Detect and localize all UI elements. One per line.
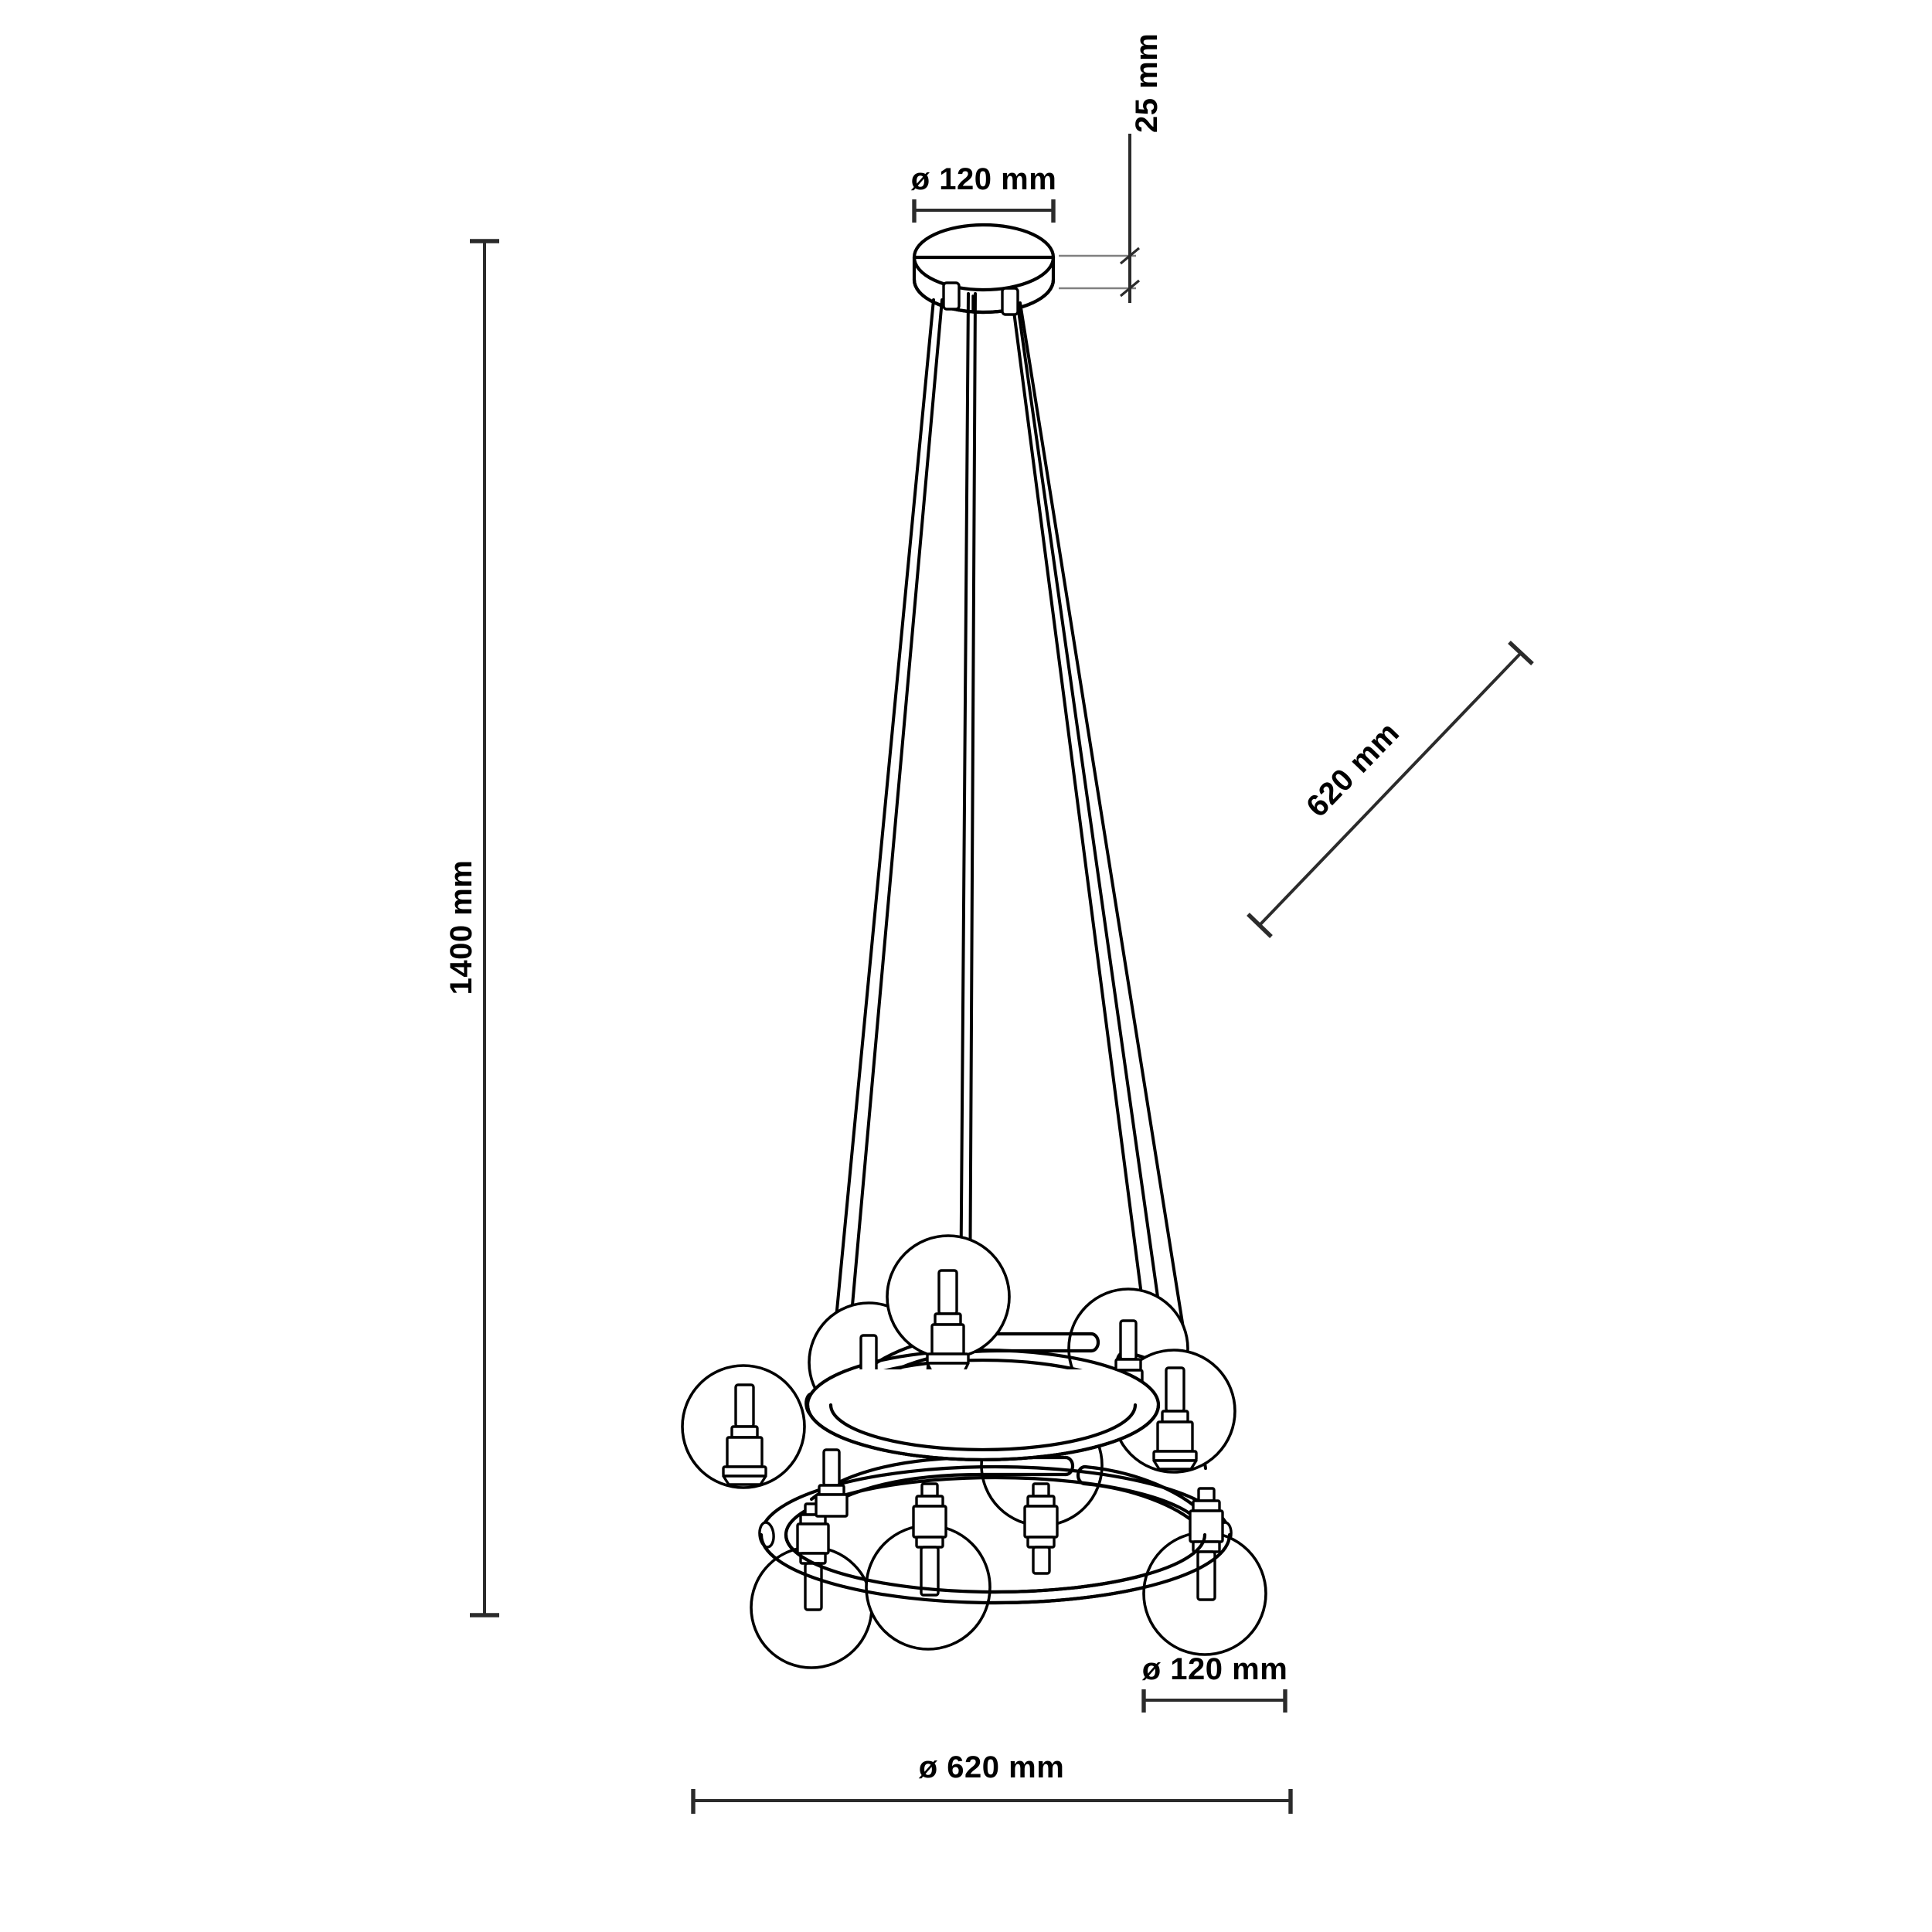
dim-fixture-diameter-label: ø 620 mm: [919, 1750, 1065, 1784]
dim-fixture-diameter: ø 620 mm: [691, 1750, 1293, 1814]
dim-diagonal-span-label: 620 mm: [1300, 716, 1406, 824]
dim-canopy-height: 25 mm: [1059, 33, 1164, 303]
dim-globe-diameter: ø 120 mm: [1141, 1652, 1288, 1713]
dim-canopy-height-label: 25 mm: [1130, 33, 1164, 133]
dim-diagonal-span: 620 mm: [1247, 641, 1534, 938]
lower-ring-front-overlay: [759, 1532, 1232, 1605]
dim-canopy-diameter: ø 120 mm: [911, 162, 1057, 223]
dim-total-height: 1400 mm: [444, 239, 499, 1617]
dim-canopy-diameter-label: ø 120 mm: [911, 162, 1057, 196]
socket-lower-back-center: [1023, 1482, 1059, 1575]
socket-lower-stub-left: [815, 1448, 849, 1518]
ceiling-canopy: [912, 223, 1056, 316]
socket-upper-top: [926, 1269, 970, 1374]
dim-total-height-label: 1400 mm: [444, 860, 478, 995]
socket-upper-right: [1152, 1366, 1198, 1471]
upper-ring-front-overlay: [805, 1369, 1161, 1462]
dim-globe-diameter-label: ø 120 mm: [1142, 1652, 1288, 1686]
suspension-cables: [828, 292, 1207, 1470]
product-geometry: [681, 223, 1267, 1669]
socket-upper-left: [722, 1383, 767, 1486]
socket-lower-center: [912, 1482, 947, 1597]
